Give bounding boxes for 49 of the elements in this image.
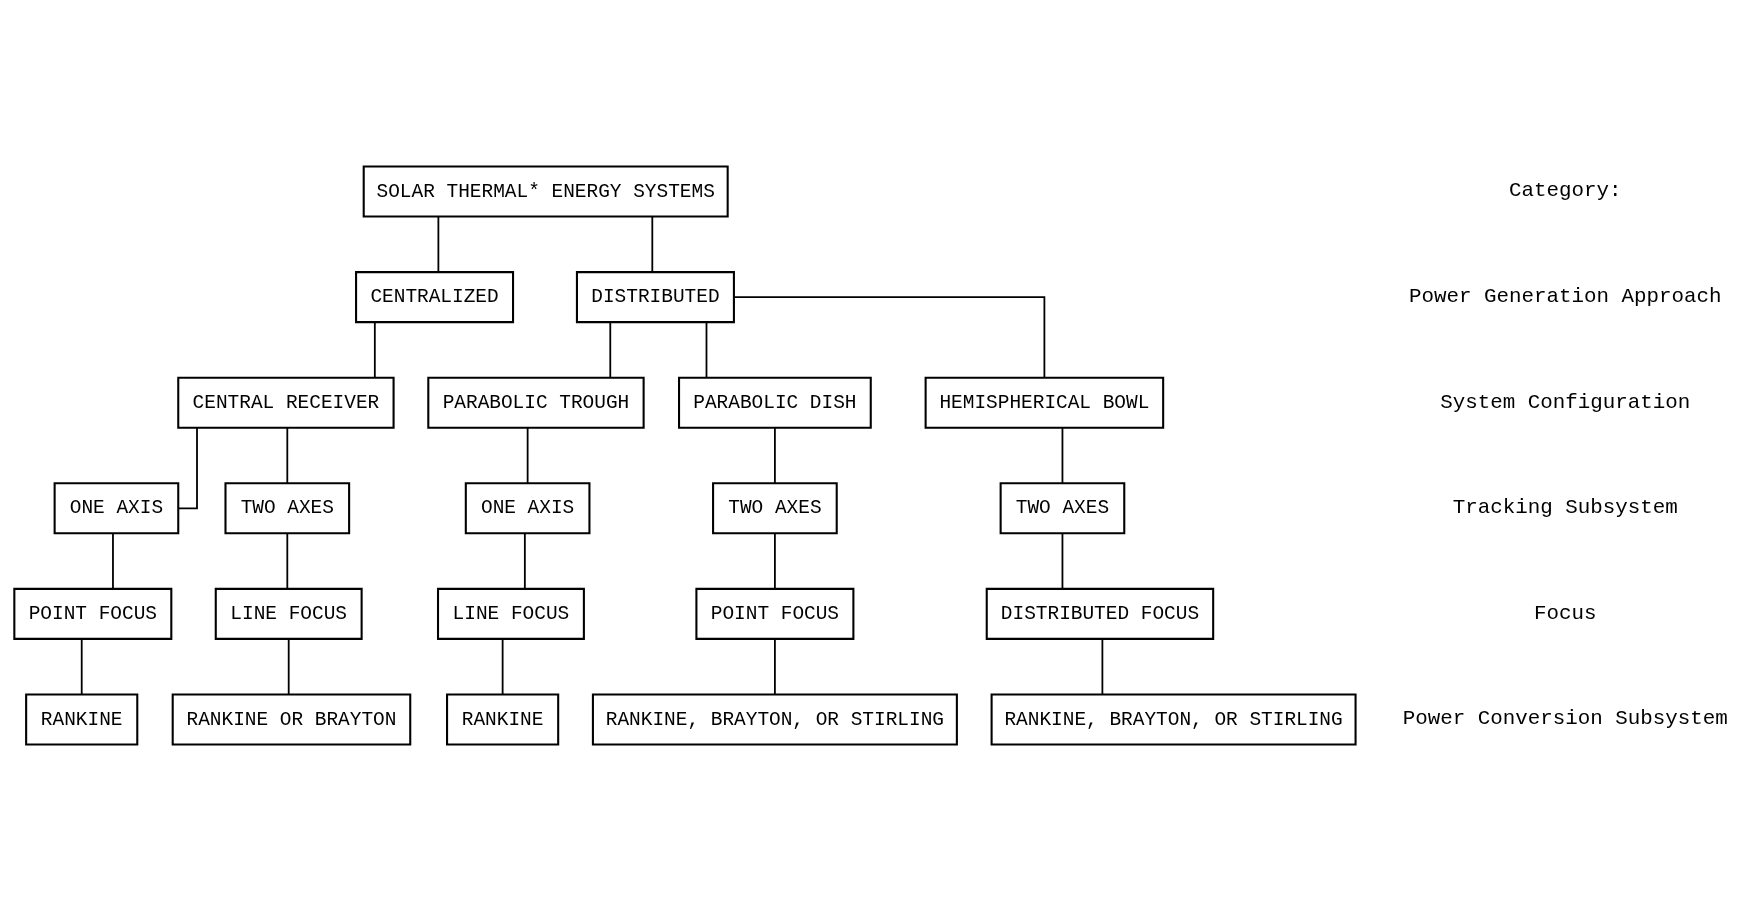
node-box: RANKINE, BRAYTON, OR STIRLING: [990, 692, 1357, 745]
label: Power Conversion Subsystem: [1402, 706, 1728, 730]
connector: [501, 637, 504, 695]
node-box: TWO AXES: [712, 481, 838, 534]
node-box: ONE AXIS: [464, 481, 591, 534]
node-box: POINT FOCUS: [13, 587, 173, 640]
node-box: CENTRAL RECEIVER: [177, 376, 395, 429]
connector: [526, 426, 529, 484]
node-box: RANKINE: [446, 692, 560, 745]
connector: [1101, 637, 1104, 695]
connector: [373, 320, 376, 378]
connector: [1061, 426, 1064, 484]
node-box: HEMISPHERICAL BOWL: [924, 376, 1165, 429]
connector: [286, 531, 289, 590]
node-box: TWO AXES: [999, 481, 1126, 534]
node-box: ONE AXIS: [53, 481, 180, 534]
connector: [112, 531, 114, 590]
node-box: RANKINE, BRAYTON, OR STIRLING: [591, 692, 958, 745]
node-box: DISTRIBUTED FOCUS: [985, 587, 1215, 640]
connector: [705, 320, 708, 378]
connector: [80, 637, 83, 695]
label: Category:: [1509, 178, 1622, 202]
node-box: LINE FOCUS: [214, 587, 363, 640]
label: Tracking Subsystem: [1452, 495, 1678, 519]
label: System Configuration: [1440, 390, 1691, 414]
node-box: PARABOLIC DISH: [678, 376, 872, 429]
connector: [177, 426, 198, 509]
connector: [286, 426, 289, 484]
label: Power Generation Approach: [1409, 284, 1722, 308]
connector: [774, 426, 776, 484]
node-box: RANKINE: [25, 692, 139, 745]
connector: [609, 320, 612, 378]
connector: [733, 295, 1046, 379]
node-box: POINT FOCUS: [695, 587, 855, 640]
node-box: CENTRALIZED: [355, 270, 515, 323]
connector: [774, 531, 776, 590]
node-box: SOLAR THERMAL* ENERGY SYSTEMS: [362, 165, 729, 218]
node-box: DISTRIBUTED: [575, 270, 735, 323]
node-box: LINE FOCUS: [437, 587, 585, 640]
label: Focus: [1534, 601, 1597, 625]
connector: [651, 215, 654, 273]
connector: [1061, 531, 1064, 590]
node-box: PARABOLIC TROUGH: [427, 376, 645, 429]
node-box: TWO AXES: [224, 481, 351, 534]
connector: [774, 637, 776, 695]
node-box: RANKINE OR BRAYTON: [171, 692, 412, 745]
connector: [287, 637, 290, 695]
connector: [523, 531, 526, 590]
connector: [437, 215, 440, 273]
